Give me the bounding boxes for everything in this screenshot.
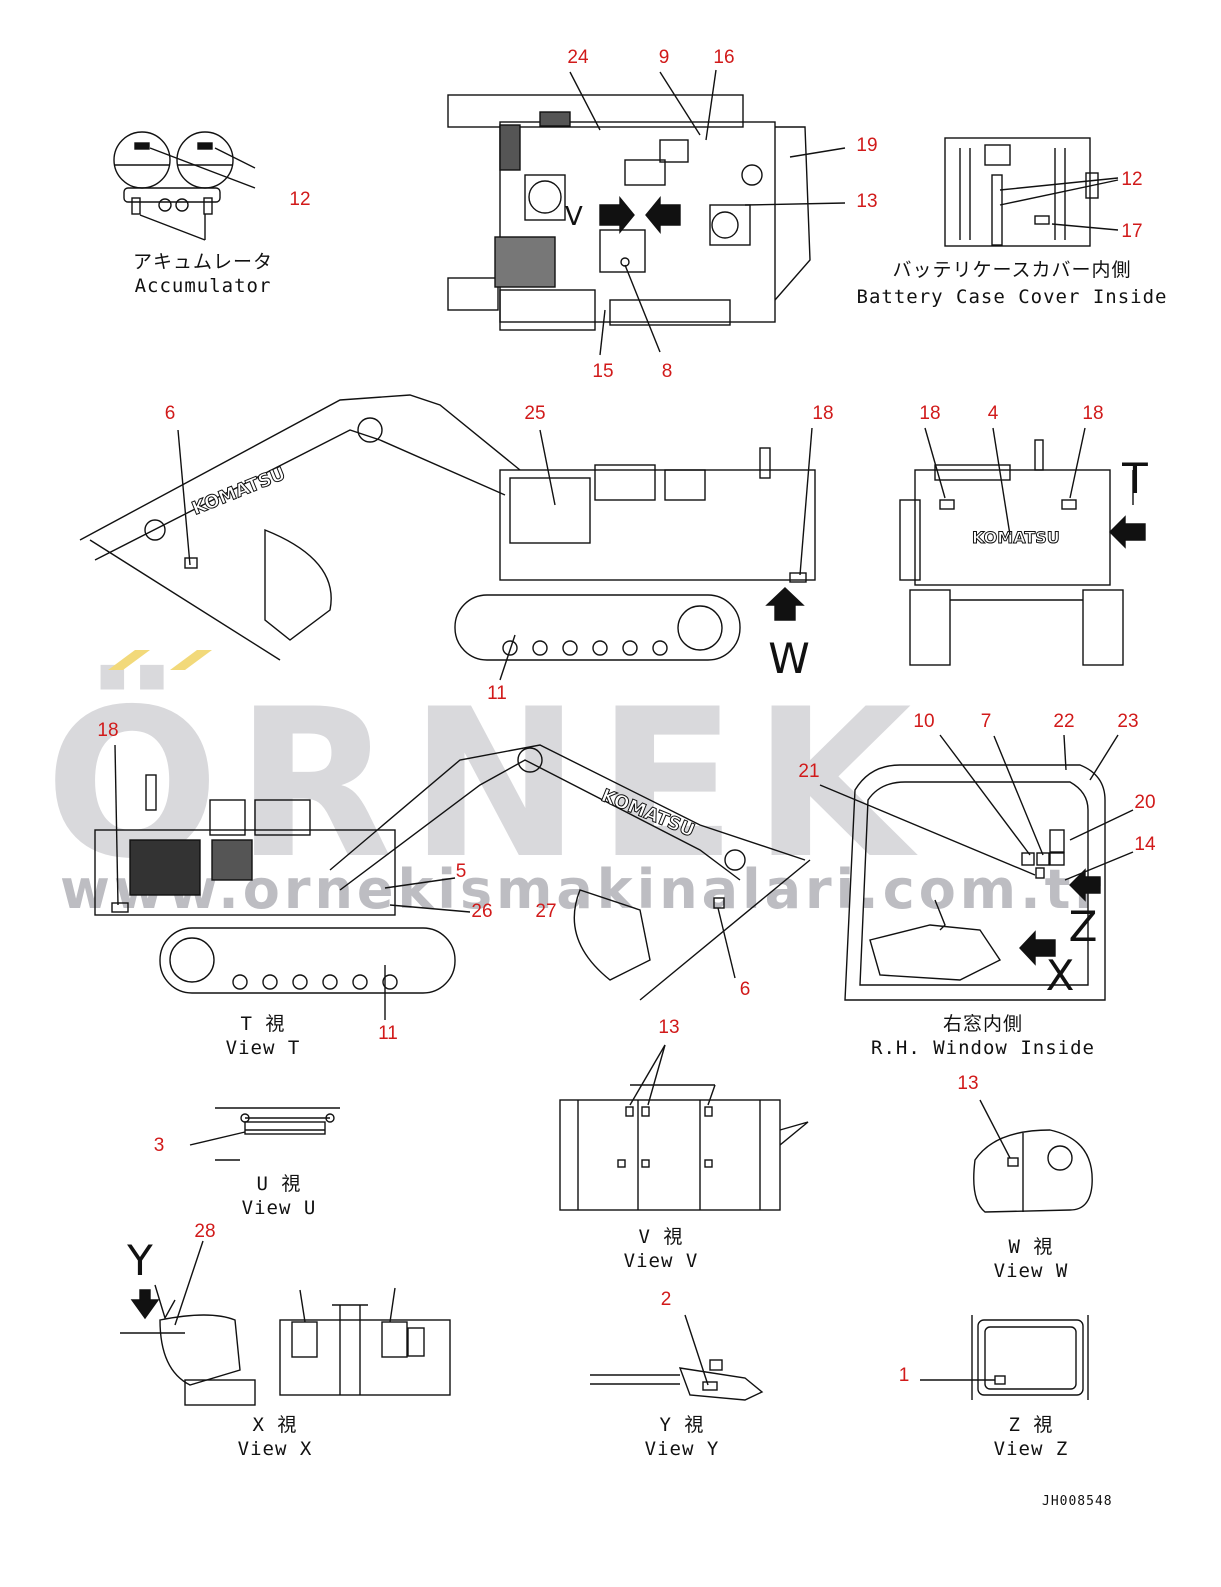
callout-x-28: 28 bbox=[194, 1221, 216, 1242]
callout-y-2: 2 bbox=[660, 1289, 672, 1310]
callout-top-19: 19 bbox=[856, 135, 878, 156]
callout-top-8: 8 bbox=[661, 361, 673, 382]
side-view-excavator-drawing: KOMATSU bbox=[79, 394, 816, 681]
callout-side-18: 18 bbox=[812, 403, 834, 424]
view-marker-w: W bbox=[768, 634, 810, 683]
watermark-accent bbox=[108, 650, 212, 670]
callout-top-15: 15 bbox=[592, 361, 614, 382]
callout-rear-18-right: 18 bbox=[1082, 403, 1104, 424]
document-id: JH008548 bbox=[1042, 1494, 1113, 1509]
caption-accumulator-jp: アキュムレータ bbox=[132, 251, 274, 273]
callout-window-22: 22 bbox=[1053, 711, 1075, 732]
caption-rh-window-en: R.H. Window Inside bbox=[871, 1037, 1095, 1059]
callout-t-27: 27 bbox=[535, 901, 557, 922]
callout-window-21: 21 bbox=[798, 761, 820, 782]
caption-view-w-jp: W 視 bbox=[1008, 1236, 1054, 1258]
callout-window-20: 20 bbox=[1134, 792, 1156, 813]
svg-text:V: V bbox=[565, 202, 583, 232]
callout-window-14: 14 bbox=[1134, 834, 1156, 855]
callout-top-13: 13 bbox=[856, 191, 878, 212]
caption-view-z-jp: Z 視 bbox=[1008, 1414, 1054, 1436]
svg-text:KOMATSU: KOMATSU bbox=[598, 785, 697, 841]
callout-battery-17: 17 bbox=[1121, 221, 1143, 242]
caption-view-x-jp: X 視 bbox=[252, 1414, 298, 1436]
accumulator-drawing bbox=[113, 131, 256, 241]
caption-battery-en: Battery Case Cover Inside bbox=[856, 286, 1168, 308]
callout-t-26: 26 bbox=[471, 901, 493, 922]
battery-case-drawing bbox=[944, 137, 1119, 247]
track-rollers bbox=[502, 605, 723, 656]
callout-rear-18-left: 18 bbox=[919, 403, 941, 424]
view-y-drawing bbox=[590, 1314, 764, 1401]
view-marker-z: Z bbox=[1068, 902, 1098, 951]
view-u-drawing bbox=[189, 1107, 340, 1161]
callout-window-10: 10 bbox=[913, 711, 935, 732]
view-marker-x: X bbox=[1045, 951, 1075, 1000]
caption-view-u-jp: U 視 bbox=[256, 1173, 302, 1195]
caption-battery-jp: バッテリケースカバー内側 bbox=[892, 259, 1132, 281]
caption-accumulator-en: Accumulator bbox=[134, 275, 272, 297]
callout-z-1: 1 bbox=[898, 1365, 910, 1386]
callout-top-9: 9 bbox=[658, 47, 670, 68]
callout-battery-12: 12 bbox=[1121, 169, 1143, 190]
caption-view-v-en: View V bbox=[623, 1250, 699, 1272]
callout-v-13: 13 bbox=[658, 1017, 680, 1038]
callout-window-7: 7 bbox=[980, 711, 992, 732]
callout-w-13: 13 bbox=[957, 1073, 979, 1094]
caption-view-w-en: View W bbox=[993, 1260, 1069, 1282]
rh-window-drawing bbox=[819, 734, 1134, 1001]
callout-t-18: 18 bbox=[97, 720, 119, 741]
callout-side-25: 25 bbox=[524, 403, 546, 424]
caption-view-x-en: View X bbox=[237, 1438, 313, 1460]
caption-view-z-en: View Z bbox=[993, 1438, 1069, 1460]
caption-rh-window-jp: 右窓内側 bbox=[942, 1013, 1024, 1035]
view-t-drawing: KOMATSU bbox=[94, 744, 811, 1020]
view-marker-t: T bbox=[1122, 454, 1148, 503]
view-v-drawing bbox=[559, 1044, 809, 1211]
caption-view-v-jp: V 視 bbox=[638, 1226, 684, 1248]
callout-u-3: 3 bbox=[153, 1135, 165, 1156]
caption-view-u-en: View U bbox=[241, 1197, 317, 1219]
view-w-drawing bbox=[973, 1099, 1093, 1213]
callout-top-24: 24 bbox=[567, 47, 589, 68]
callout-t-5: 5 bbox=[455, 861, 467, 882]
caption-view-t-en: View T bbox=[225, 1037, 301, 1059]
callout-t-6: 6 bbox=[739, 979, 751, 1000]
svg-text:KOMATSU: KOMATSU bbox=[972, 528, 1060, 547]
caption-view-t-jp: T 視 bbox=[240, 1013, 286, 1035]
callout-side-11: 11 bbox=[487, 683, 507, 704]
caption-view-y-en: View Y bbox=[644, 1438, 720, 1460]
callout-rear-4: 4 bbox=[987, 403, 999, 424]
callout-accumulator-12: 12 bbox=[289, 189, 311, 210]
svg-text:KOMATSU: KOMATSU bbox=[189, 463, 288, 519]
rear-view-drawing: KOMATSU bbox=[899, 427, 1146, 666]
top-view-drawing: V bbox=[447, 69, 846, 356]
callout-top-16: 16 bbox=[713, 47, 735, 68]
callout-side-6: 6 bbox=[164, 403, 176, 424]
t-track-rollers bbox=[232, 974, 398, 990]
view-z-drawing bbox=[920, 1315, 1089, 1400]
callout-window-23: 23 bbox=[1117, 711, 1139, 732]
caption-view-y-jp: Y 視 bbox=[659, 1414, 705, 1436]
view-x-drawing bbox=[120, 1240, 451, 1406]
callout-t-11: 11 bbox=[378, 1023, 398, 1044]
view-marker-y: Y bbox=[127, 1236, 153, 1285]
